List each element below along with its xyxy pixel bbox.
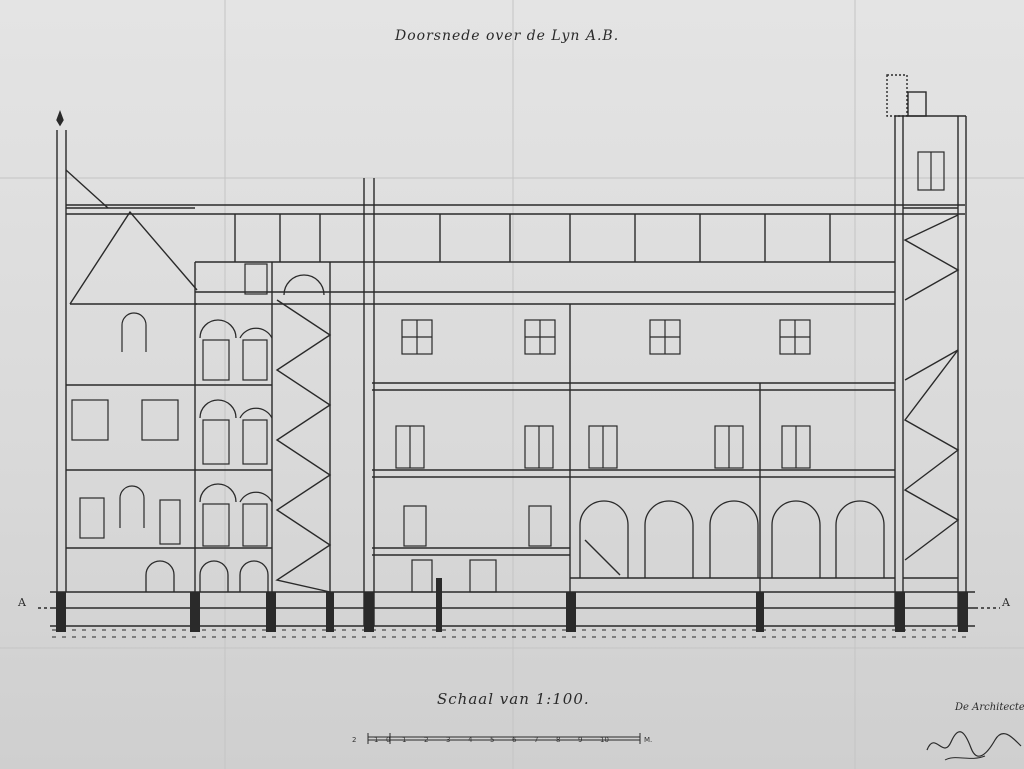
scale-caption: Schaal van 1:100. [437, 690, 590, 708]
scale-tick-label: 6 [512, 736, 517, 744]
section-axis-marker-right: A [1002, 596, 1010, 609]
ground-floor-arches [145, 274, 885, 592]
architect-signature [926, 731, 1022, 761]
section-outline [38, 74, 1000, 627]
scale-tick-label: 1 [402, 736, 407, 744]
pile-footings [52, 629, 972, 638]
scale-tick-label: 1 [374, 736, 379, 744]
scale-tick-label: 10 [600, 736, 609, 744]
scale-unit-label: M. [644, 736, 653, 744]
scale-tick-label: 9 [578, 736, 583, 744]
scale-tick-label: 0 [386, 736, 391, 744]
architects-note: De Architecten [955, 702, 1024, 713]
foundation-piles [56, 578, 968, 632]
windows [71, 151, 945, 593]
drawing-title: Doorsnede over de Lyn A.B. [395, 28, 620, 44]
scale-tick-label: 5 [490, 736, 495, 744]
scale-tick-label: 8 [556, 736, 561, 744]
scale-tick-label: 4 [468, 736, 473, 744]
section-axis-marker-left: A [18, 596, 26, 609]
scale-tick-label: 2 [352, 736, 357, 744]
scale-tick-label: 3 [446, 736, 451, 744]
scale-tick-label: 2 [424, 736, 429, 744]
scale-bar-graphic [367, 733, 641, 744]
scale-tick-label: 7 [534, 736, 539, 744]
